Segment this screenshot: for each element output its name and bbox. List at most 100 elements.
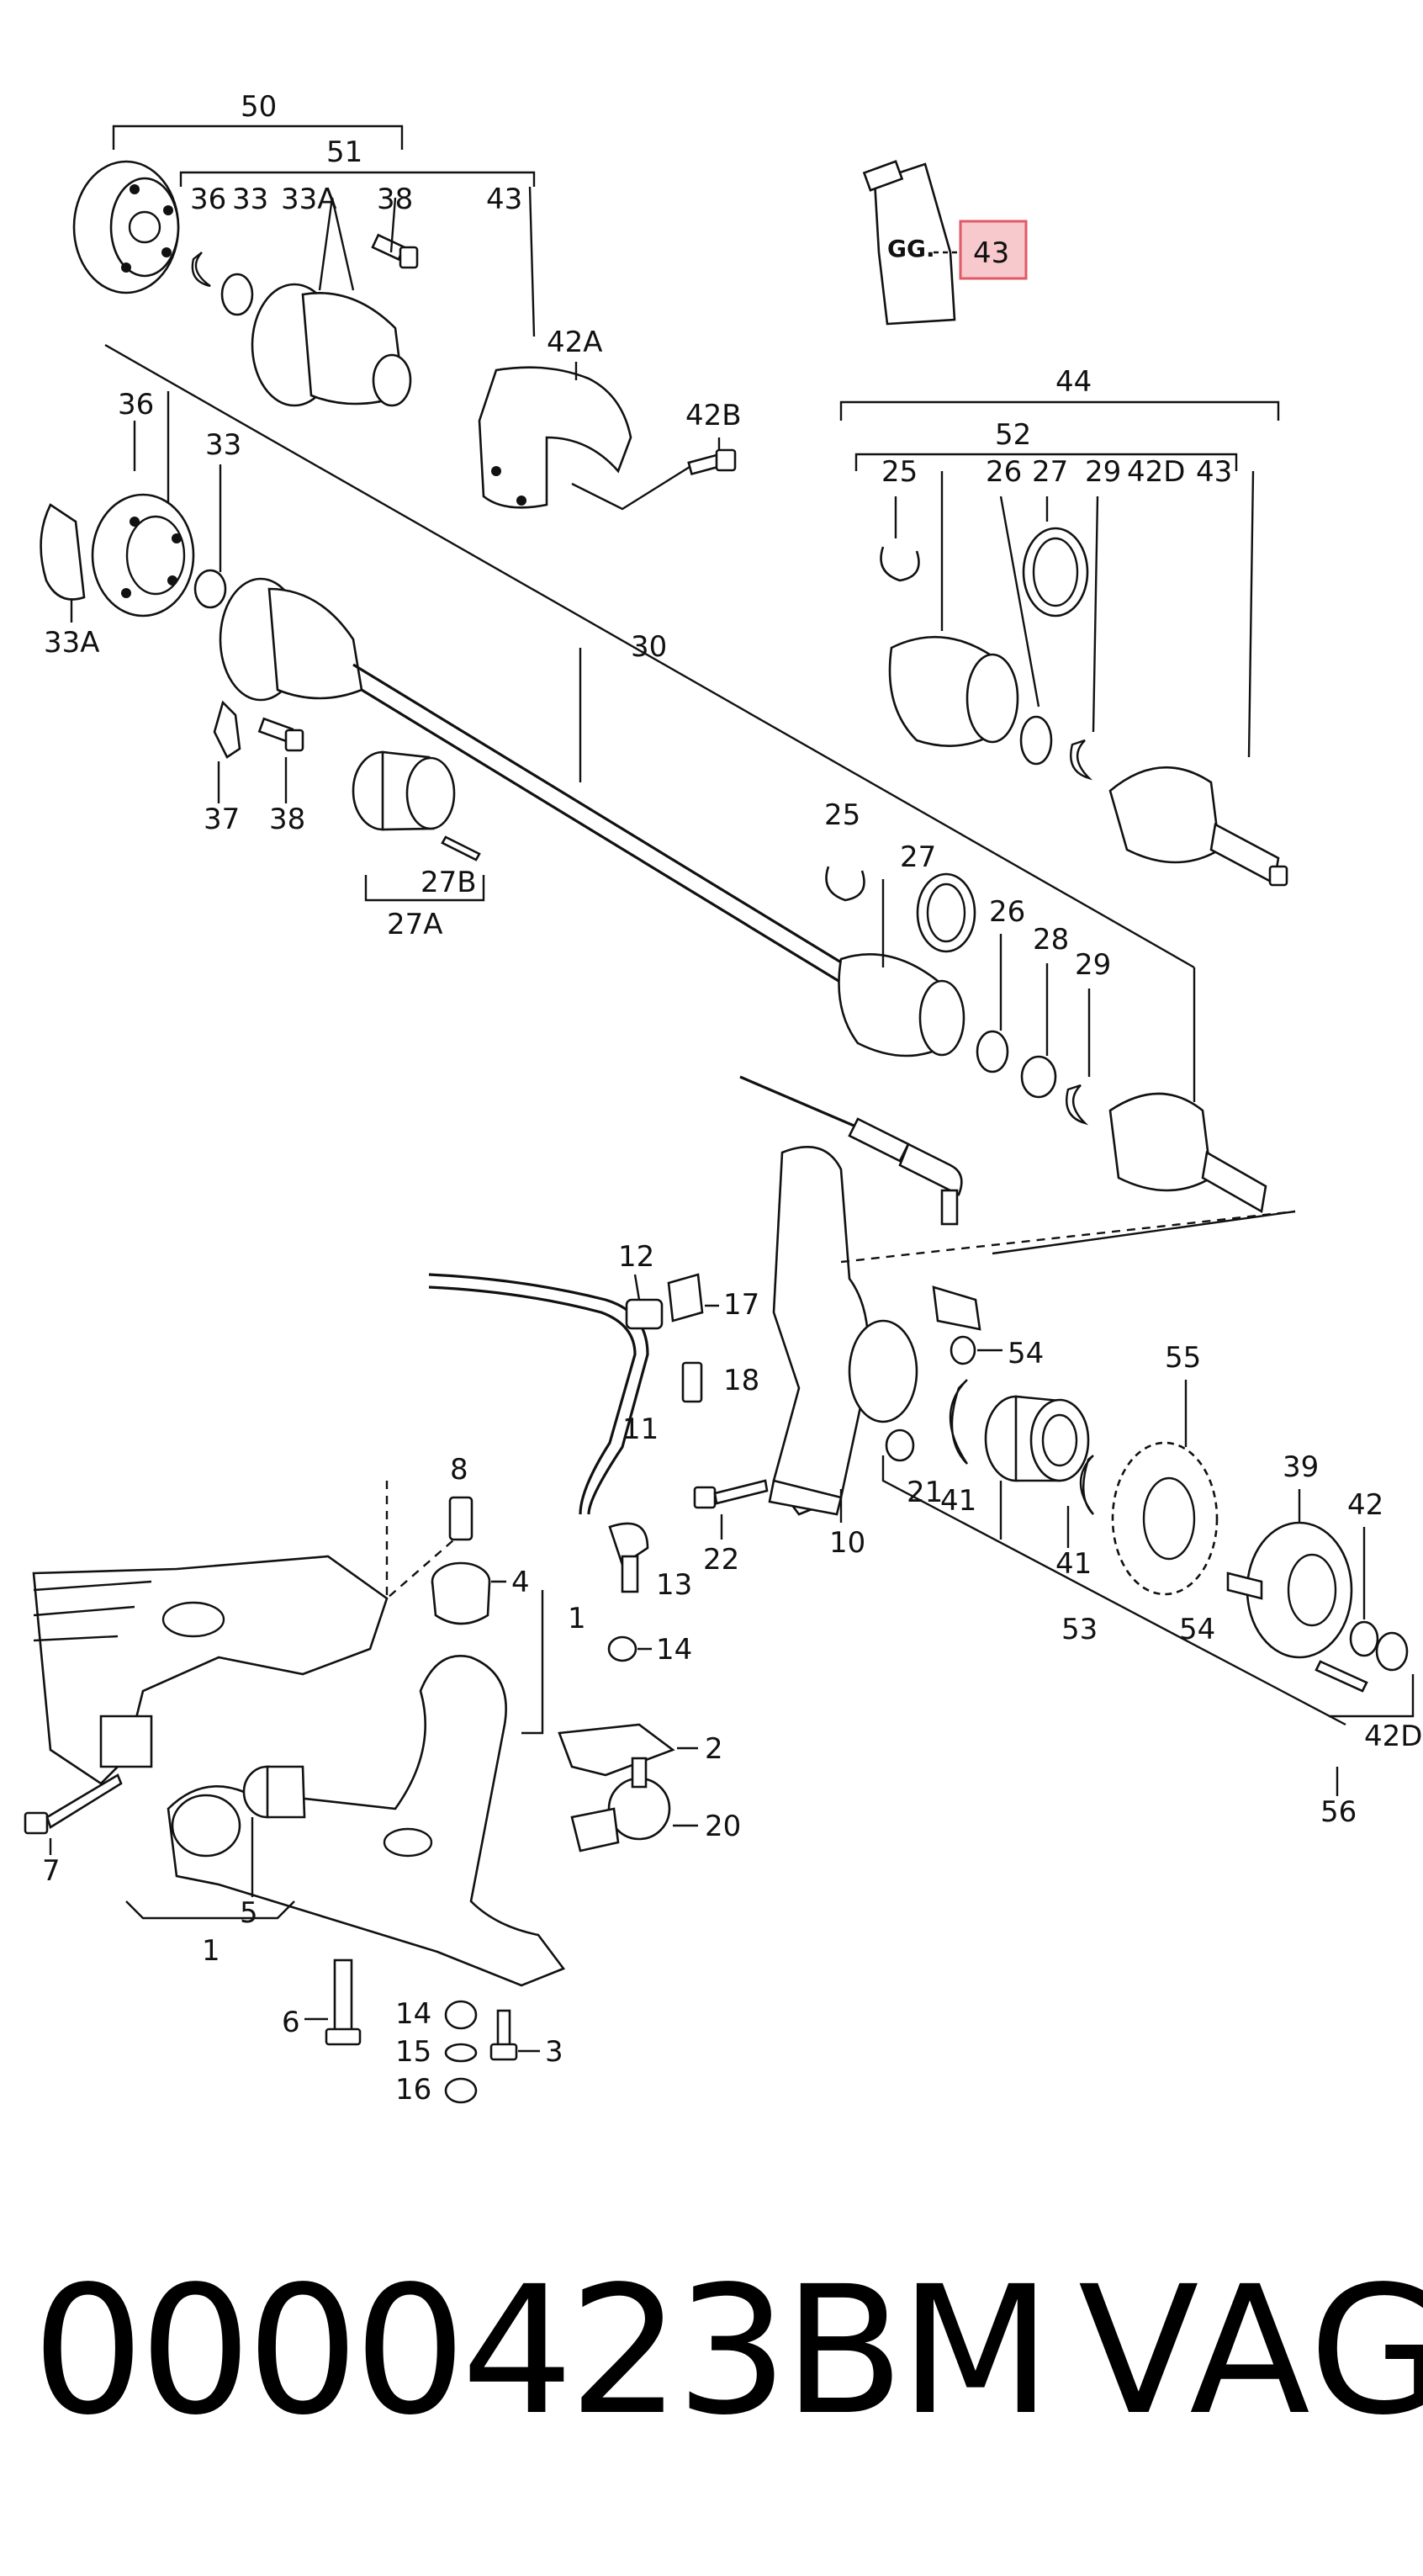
callout-17: 17 (723, 1288, 759, 1322)
callout-52: 52 (995, 418, 1031, 452)
leader-51 (318, 186, 536, 337)
tube-label: GG. (887, 235, 935, 262)
boot-upper-right (888, 635, 1019, 747)
clamp-17 (667, 1273, 704, 1322)
shaft-outline-lines (104, 343, 1296, 1255)
callout-38-left: 38 (269, 803, 305, 836)
part-number: 0000423BM (32, 2248, 1052, 2454)
callout-27B: 27B (421, 866, 477, 899)
wheel-hub-39 (1226, 1521, 1353, 1659)
nut-14-upper (607, 1635, 637, 1662)
steering-knuckle-10 (768, 1146, 981, 1516)
callout-44: 44 (1055, 365, 1092, 399)
bracket-50 (112, 125, 404, 150)
bracket-44 (839, 400, 1280, 421)
bolt-18 (681, 1361, 703, 1403)
circlip-41-right (1079, 1455, 1094, 1515)
callout-50: 50 (241, 90, 277, 124)
cv-joint-boot-top (251, 283, 412, 407)
callout-14-lower: 14 (395, 1997, 431, 2031)
callout-51: 51 (326, 135, 362, 169)
plate-2 (558, 1723, 675, 1777)
clip-37 (213, 700, 241, 759)
subframe (32, 1555, 389, 1785)
nut-42D (1375, 1631, 1409, 1672)
callout-20: 20 (705, 1810, 741, 1843)
brand-name: VAG (1078, 2248, 1423, 2454)
callout-21: 21 (907, 1476, 943, 1509)
bracket-53-56 (881, 1455, 1346, 1796)
bolt-42B (687, 448, 737, 476)
callout-25-mid: 25 (824, 798, 860, 832)
flange-joint-top (72, 160, 180, 294)
callout-1-right: 1 (568, 1602, 586, 1635)
callout-27A: 27A (387, 908, 443, 941)
nut-14-lower (444, 2000, 478, 2030)
callout-33A-top: 33A (281, 183, 337, 216)
callout-12: 12 (618, 1240, 654, 1274)
bolt-6 (333, 1959, 353, 2038)
clip-25-upper (880, 546, 920, 582)
bracket-1-right (521, 1590, 544, 1735)
washer-15 (444, 2043, 478, 2063)
bolt-7 (24, 1773, 123, 1835)
callout-37: 37 (204, 803, 240, 836)
callout-18: 18 (723, 1364, 759, 1397)
callout-4: 4 (511, 1566, 530, 1599)
ball-joint-20 (570, 1757, 671, 1852)
callout-5: 5 (240, 1896, 258, 1930)
leader-12 (633, 1274, 641, 1301)
leader-42B (571, 437, 721, 511)
damper-weight-27A (352, 750, 456, 831)
callout-43-upper: 43 (1196, 455, 1232, 489)
link-bolt-13 (621, 1555, 639, 1593)
callout-43-highlighted: 43 (973, 236, 1009, 270)
callout-26-upper: 26 (986, 455, 1022, 489)
callout-27-upper: 27 (1032, 455, 1068, 489)
callout-11: 11 (622, 1413, 659, 1446)
callout-36-top: 36 (190, 183, 226, 216)
washer-42 (1349, 1620, 1379, 1657)
callout-33A-left: 33A (44, 626, 100, 660)
callout-6: 6 (282, 2006, 300, 2039)
callout-25-upper: 25 (881, 455, 918, 489)
callout-54-lower: 54 (1179, 1613, 1215, 1646)
callout-36-left: 36 (118, 388, 154, 421)
callout-55: 55 (1165, 1341, 1201, 1375)
bolt-3 (489, 2009, 518, 2061)
callout-30: 30 (631, 630, 667, 664)
callout-3: 3 (545, 2035, 563, 2069)
pin-27B (441, 835, 481, 861)
circlip-29-mid (1066, 1084, 1089, 1126)
callout-27-mid: 27 (900, 840, 936, 874)
bracket-52 (854, 453, 1238, 471)
grease-tube: GG. (862, 160, 956, 326)
callout-41-a: 41 (940, 1484, 976, 1518)
callout-53: 53 (1061, 1613, 1098, 1646)
drive-shaft-30 (219, 577, 1267, 1214)
clamp-27-upper (1022, 527, 1089, 617)
circlip-36-top (191, 252, 211, 288)
callout-14-upper: 14 (656, 1633, 692, 1667)
callout-41-b: 41 (1055, 1547, 1092, 1581)
callout-42D-lower: 42D (1364, 1720, 1422, 1753)
flange-joint-left (40, 493, 195, 617)
callout-42B: 42B (685, 399, 742, 432)
bracket-27A (364, 875, 485, 902)
bolt-38-left (257, 717, 304, 752)
callout-7: 7 (42, 1854, 61, 1888)
ring-28 (1020, 1055, 1057, 1099)
bolt-54-lower (1315, 1660, 1368, 1693)
callout-26-mid: 26 (989, 895, 1025, 929)
leaders-mid (881, 879, 1091, 1077)
callout-1-bottom: 1 (202, 1934, 220, 1968)
callout-56: 56 (1320, 1795, 1357, 1829)
callout-42D-upper: 42D (1127, 455, 1185, 489)
callout-29-mid: 29 (1075, 948, 1111, 982)
callout-29-upper: 29 (1085, 455, 1121, 489)
bolt-8 (448, 1496, 473, 1541)
callout-28: 28 (1033, 923, 1069, 957)
wheel-bearing (984, 1395, 1090, 1482)
callout-43-top: 43 (486, 183, 522, 216)
circlip-41-left (949, 1379, 968, 1465)
